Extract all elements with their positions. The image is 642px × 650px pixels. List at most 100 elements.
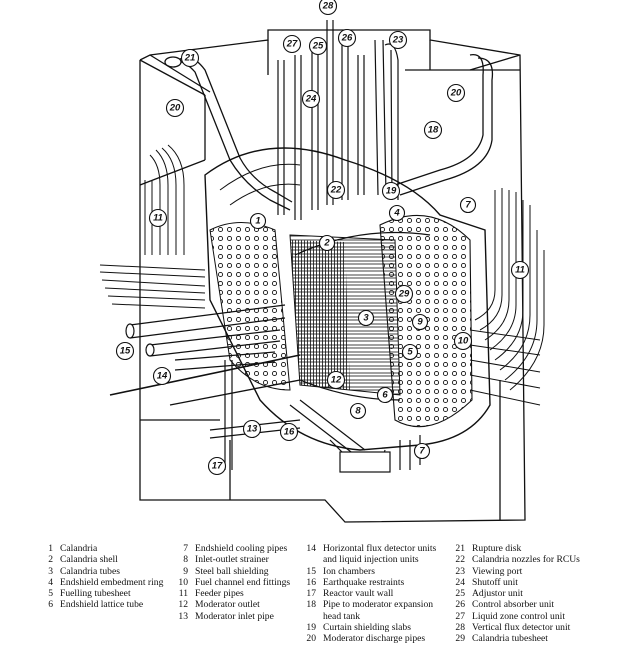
reactor-vault-wall [139,29,526,523]
legend-number: 16 [306,576,316,588]
legend-label: Pipe to moderator expansion head tank [323,599,434,622]
callout-5: 5 [401,343,419,361]
callout-28: 28 [318,0,338,16]
callout-circle [401,343,419,361]
legend-label: Moderator discharge pipes [323,633,426,645]
callout-circle [207,456,227,476]
legend-label: Earthquake restraints [323,576,405,588]
callout-7: 7 [459,196,477,214]
legend-label: Reactor vault wall [323,588,394,600]
callout-3: 3 [357,309,375,327]
legend-number: 23 [455,565,465,577]
callout-circle [423,120,443,140]
legend-label: Calandria tubes [60,565,120,577]
callout-number: 7 [419,446,425,457]
callout-number: 26 [341,33,353,44]
legend-label: Inlet-outlet strainer [195,554,269,566]
callout-number: 23 [392,35,404,46]
legend-number: 8 [183,554,188,566]
callout-9: 9 [411,313,429,331]
legend-column-2: 7 Endshield cooling pipes 8 Inlet-outlet st… [175,543,290,622]
legend-number: 18 [306,599,316,611]
callout-circle [446,83,466,103]
legend-number: 29 [455,633,465,645]
legend-label: Calandria nozzles for RCUs [472,554,580,566]
callout-26: 26 [337,28,357,48]
callout-number: 4 [393,208,400,219]
legend-label: Steel ball shielding [195,565,269,577]
callout-circle [388,204,406,222]
lower-pipework [209,360,421,473]
legend-label: Rupture disk [472,543,522,554]
legend-label: Endshield lattice tube [60,599,144,611]
callout-number: 13 [247,424,258,435]
callout-number: 22 [330,185,342,196]
legend-number: 27 [455,610,465,622]
legend-item: 8 Inlet-outlet strainer [175,554,290,565]
callout-number: 1 [255,216,260,227]
callout-4: 4 [388,204,406,222]
callout-number: 24 [305,94,317,105]
legend-number: 25 [455,588,465,600]
callout-circle [394,284,414,304]
legend-number: 2 [48,554,53,566]
callout-29: 29 [394,284,414,304]
callout-circle [326,180,346,200]
legend-label: Fuelling tubesheet [60,588,131,600]
legend-number: 13 [178,610,188,622]
legend-number: 9 [183,565,188,577]
legend-item: 7 Endshield cooling pipes [175,543,290,554]
legend-number: 24 [455,576,465,588]
callout-circle [279,422,299,442]
legend-item: 21 Rupture disk [452,543,580,554]
callout-circle [459,196,477,214]
callout-13: 13 [242,419,262,439]
callout-8: 8 [349,402,367,420]
legend-label: Shutoff unit [472,576,518,588]
legend-number: 5 [48,588,53,600]
callout-circle [152,366,172,386]
callout-circle [388,30,408,50]
legend-number: 7 [183,543,188,554]
callout-circle [242,419,262,439]
callout-circle [318,0,338,16]
callout-24: 24 [301,89,321,109]
legend-item: 16 Earthquake restraints [303,577,436,588]
callout-2: 2 [318,234,336,252]
legend-label: Viewing port [472,565,523,577]
legend-number: 28 [455,622,465,634]
vertical-reactivity-units [277,20,399,220]
legend-number: 4 [48,576,53,588]
legend-item: 18 Pipe to moderator expansion head tank [303,599,436,622]
callout-number: 17 [212,461,223,472]
callout-number: 11 [515,265,525,276]
callout-circle [357,309,375,327]
callout-circle [337,28,357,48]
callout-20: 20 [446,83,466,103]
moderator-discharge-pipes [164,54,494,211]
callout-circle [453,331,473,351]
legend-number: 21 [455,543,465,554]
legend-number: 26 [455,599,465,611]
legend-label: Moderator inlet pipe [195,610,274,622]
callout-15: 15 [115,341,135,361]
legend-label: Endshield cooling pipes [195,543,288,554]
callout-circle [326,370,346,390]
callout-number: 18 [428,125,439,136]
callout-number: 2 [323,238,330,249]
